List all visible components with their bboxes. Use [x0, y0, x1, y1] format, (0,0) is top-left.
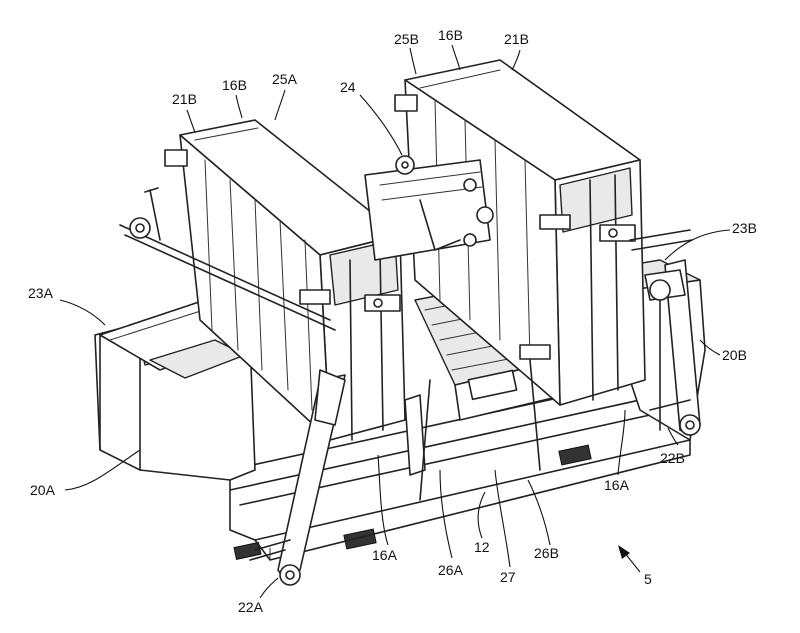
- label-16b-left: 16B: [222, 77, 247, 93]
- label-27: 27: [500, 569, 516, 585]
- figure-reference-number: 5: [644, 571, 652, 587]
- label-25b: 25B: [394, 31, 419, 47]
- label-21b-right: 21B: [504, 31, 529, 47]
- label-20a: 20A: [30, 482, 56, 498]
- label-26b: 26B: [534, 545, 559, 561]
- label-26a: 26A: [438, 562, 464, 578]
- label-16a-right: 16A: [604, 477, 630, 493]
- center-bracket: [364, 155, 494, 261]
- label-16a-mid: 16A: [372, 547, 398, 563]
- label-12: 12: [474, 539, 490, 555]
- label-21b-left: 21B: [172, 91, 197, 107]
- reference-labels: 12 16A 16A 16B 16B 20A 20B 21B 21B 22A 2…: [28, 27, 757, 615]
- label-16b-right: 16B: [438, 27, 463, 43]
- label-25a: 25A: [272, 71, 298, 87]
- leader-lines: [59, 44, 731, 599]
- label-22b: 22B: [660, 450, 685, 466]
- label-23b: 23B: [732, 220, 757, 236]
- left-mold-box: [119, 119, 406, 441]
- label-23a: 23A: [28, 285, 54, 301]
- label-22a: 22A: [238, 599, 264, 615]
- right-mold-box: [394, 59, 646, 406]
- label-24: 24: [340, 79, 356, 95]
- label-20b: 20B: [722, 347, 747, 363]
- lever-arms: [249, 229, 701, 586]
